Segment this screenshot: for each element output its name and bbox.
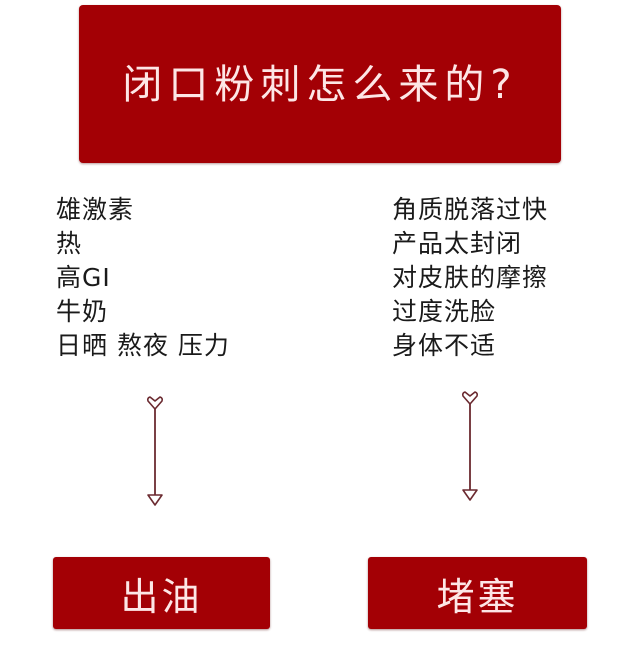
result-label: 出油 [120,574,203,619]
list-item: 雄激素 [56,195,135,224]
list-item: 对皮肤的摩擦 [392,263,549,292]
oil-causes-list: 雄激素 热 高GI 牛奶 日晒 熬夜 压力 [56,193,230,363]
list-item: 日晒 熬夜 压力 [56,331,230,360]
title-banner: 闭口粉刺怎么来的? [79,5,561,163]
list-item: 身体不适 [392,331,497,360]
down-arrow-icon [455,387,485,507]
clog-result-box: 堵塞 [368,557,587,629]
list-item: 牛奶 [56,297,109,326]
clog-causes-list: 角质脱落过快 产品太封闭 对皮肤的摩擦 过度洗脸 身体不适 [392,193,548,363]
list-item: 热 [56,229,83,258]
list-item: 高GI [56,263,111,292]
down-arrow-icon [140,392,170,512]
list-item: 角质脱落过快 [392,195,549,224]
result-label: 堵塞 [436,574,519,619]
list-item: 产品太封闭 [392,229,523,258]
oil-result-box: 出油 [53,557,270,629]
list-item: 过度洗脸 [392,297,497,326]
title-text: 闭口粉刺怎么来的? [122,62,518,108]
